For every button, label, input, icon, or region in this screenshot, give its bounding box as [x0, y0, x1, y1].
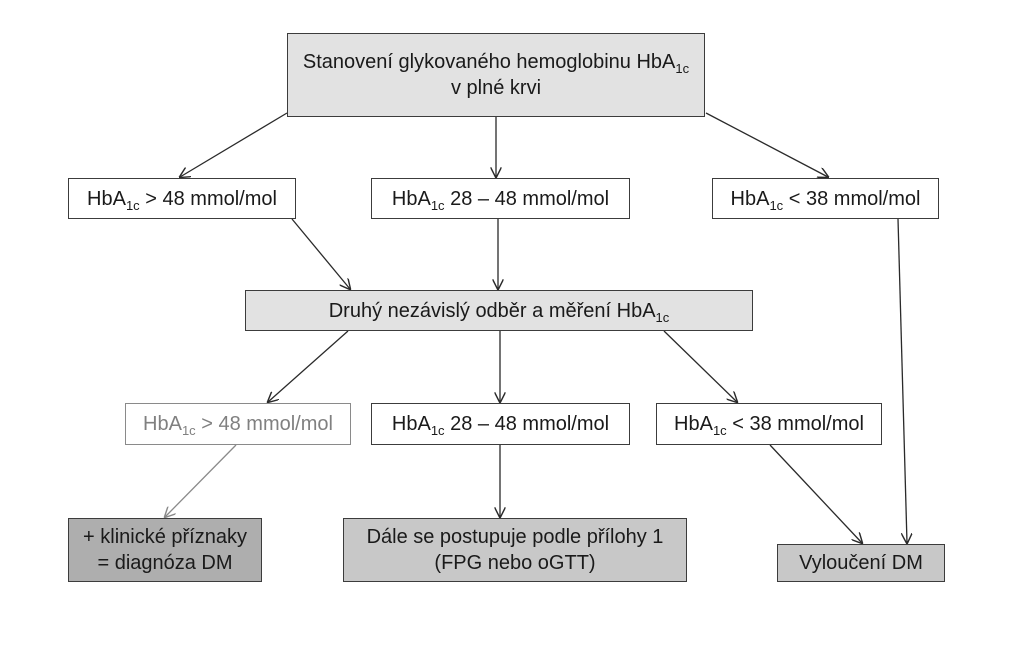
node-hba1c-whole-blood-test: Stanovení glykovaného hemoglobinu HbA1c …	[287, 33, 705, 117]
node-continue-per-appendix-1: Dále se postupuje podle přílohy 1 (FPG n…	[343, 518, 687, 582]
node-r1-hba1c-above-48: HbA1c > 48 mmol/mol	[68, 178, 296, 219]
node-clinical-signs-diagnosis-dm: + klinické příznaky = diagnóza DM	[68, 518, 262, 582]
node-top-line2: v plné krvi	[450, 77, 542, 99]
arrow-r1-left-to-second	[291, 218, 350, 289]
node-r2-hba1c-above-48: HbA1c > 48 mmol/mol	[125, 403, 351, 445]
arrow-second-to-r2-left	[268, 330, 349, 402]
node-dm-excluded: Vyloučení DM	[777, 544, 945, 582]
arrow-r2-left-to-out-left	[165, 444, 237, 517]
arrow-second-to-r2-right	[663, 330, 737, 402]
node-r2-hba1c-28-48: HbA1c 28 – 48 mmol/mol	[371, 403, 630, 445]
node-top-line1: Stanovení glykovaného hemoglobinu HbA1c	[302, 51, 690, 76]
arrow-r1-right-to-out-right	[897, 218, 907, 543]
node-r1-hba1c-below-38: HbA1c < 38 mmol/mol	[712, 178, 939, 219]
arrow-r2-right-to-out-right	[769, 444, 862, 543]
arrow-top-to-r1-right	[705, 112, 828, 177]
node-r2-hba1c-below-38: HbA1c < 38 mmol/mol	[656, 403, 882, 445]
node-second-independent-measurement: Druhý nezávislý odběr a měření HbA1c	[245, 290, 753, 331]
arrow-top-to-r1-left	[180, 112, 288, 177]
node-r1-hba1c-28-48: HbA1c 28 – 48 mmol/mol	[371, 178, 630, 219]
